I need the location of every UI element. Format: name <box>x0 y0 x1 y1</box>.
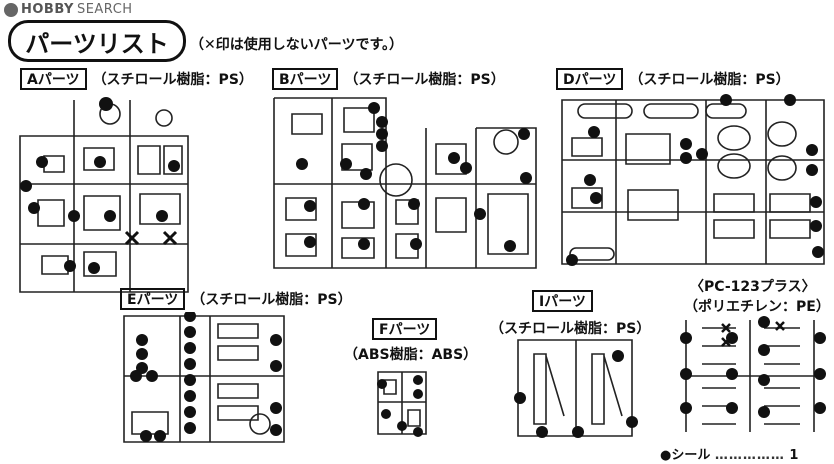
seal-label: ●シール <box>660 448 711 463</box>
sprue-b-diagram <box>266 94 546 272</box>
watermark-brand: HOBBY <box>21 2 74 17</box>
parts-a-label: Aパーツ <box>20 68 87 90</box>
parts-f-heading: Fパーツ <box>372 318 438 340</box>
sprue-i-diagram <box>512 336 640 442</box>
sprue-f-diagram <box>372 366 432 440</box>
sprue-e-diagram <box>120 312 290 446</box>
sprue-a-diagram <box>14 96 194 298</box>
seal-count: 1 <box>789 448 799 463</box>
parts-e-material: （スチロール樹脂：PS） <box>191 292 352 308</box>
parts-pc-material: （ポリエチレン：PE） <box>684 299 830 315</box>
parts-e-label: Eパーツ <box>120 288 186 310</box>
seal-line: ●シール …………… 1 <box>660 444 798 463</box>
parts-d-heading: Dパーツ （スチロール樹脂：PS） <box>556 68 790 90</box>
page-title: パーツリスト <box>8 20 186 62</box>
parts-i-label: Iパーツ <box>532 290 593 312</box>
sprue-pc-diagram <box>672 316 830 436</box>
seal-dots: …………… <box>714 448 785 463</box>
parts-i-heading: Iパーツ <box>532 290 593 312</box>
parts-f-material: （ABS樹脂：ABS） <box>344 347 478 363</box>
parts-f-label: Fパーツ <box>372 318 438 340</box>
parts-a-heading: Aパーツ （スチロール樹脂：PS） <box>20 68 253 90</box>
watermark-badge-icon <box>4 2 18 17</box>
sprue-d-diagram <box>556 94 830 270</box>
parts-b-material: （スチロール樹脂：PS） <box>344 72 505 88</box>
parts-a-material: （スチロール樹脂：PS） <box>92 72 253 88</box>
watermark-logo: HOBBY SEARCH <box>4 2 133 17</box>
parts-d-label: Dパーツ <box>556 68 624 90</box>
parts-e-heading: Eパーツ （スチロール樹脂：PS） <box>120 288 352 310</box>
parts-b-heading: Bパーツ （スチロール樹脂：PS） <box>272 68 505 90</box>
parts-b-label: Bパーツ <box>272 68 339 90</box>
page-note: （✕印は使用しないパーツです。） <box>190 37 404 53</box>
parts-pc-label: 〈PC-123プラス〉 <box>690 279 816 295</box>
parts-d-material: （スチロール樹脂：PS） <box>629 72 790 88</box>
watermark-suffix: SEARCH <box>76 2 133 17</box>
parts-i-material: （スチロール樹脂：PS） <box>490 321 651 337</box>
